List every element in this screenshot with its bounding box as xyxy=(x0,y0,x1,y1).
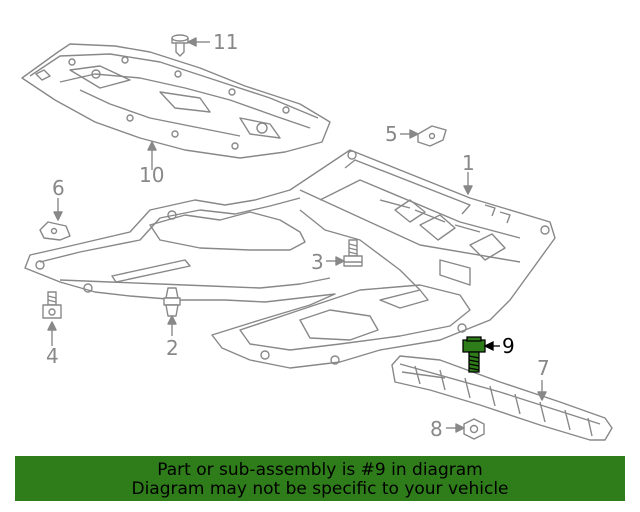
callout-5: 5 xyxy=(385,122,398,146)
callout-11: 11 xyxy=(213,30,239,54)
parts-diagram xyxy=(21,34,613,441)
part-4-bolt xyxy=(42,291,62,319)
callout-1: 1 xyxy=(462,151,475,175)
part-3-bolt xyxy=(343,239,363,267)
callout-9: 9 xyxy=(502,334,515,358)
part-11-push-clip xyxy=(171,34,189,57)
part-7-side-deflector xyxy=(391,355,613,441)
banner-line-disclaimer: Diagram may not be specific to your vehi… xyxy=(131,479,509,499)
callout-2: 2 xyxy=(166,336,179,360)
callout-6: 6 xyxy=(52,176,65,200)
part-9-bolt-highlighted xyxy=(462,336,500,373)
part-1-main-shield xyxy=(24,149,556,369)
callout-3: 3 xyxy=(311,250,324,274)
info-banner: Part or sub-assembly is #9 in diagram Di… xyxy=(15,456,625,501)
banner-line-part: Part or sub-assembly is #9 in diagram xyxy=(157,460,483,480)
callout-7: 7 xyxy=(537,356,550,380)
callout-4: 4 xyxy=(46,344,59,368)
part-2-clip xyxy=(163,287,181,317)
leader-lines xyxy=(47,37,547,433)
part-5-bracket xyxy=(417,125,447,147)
part-10-upper-shield xyxy=(21,43,331,159)
part-8-nut xyxy=(463,418,485,440)
part-6-bracket xyxy=(39,221,71,241)
callout-8: 8 xyxy=(430,417,443,441)
callout-10: 10 xyxy=(139,163,165,187)
